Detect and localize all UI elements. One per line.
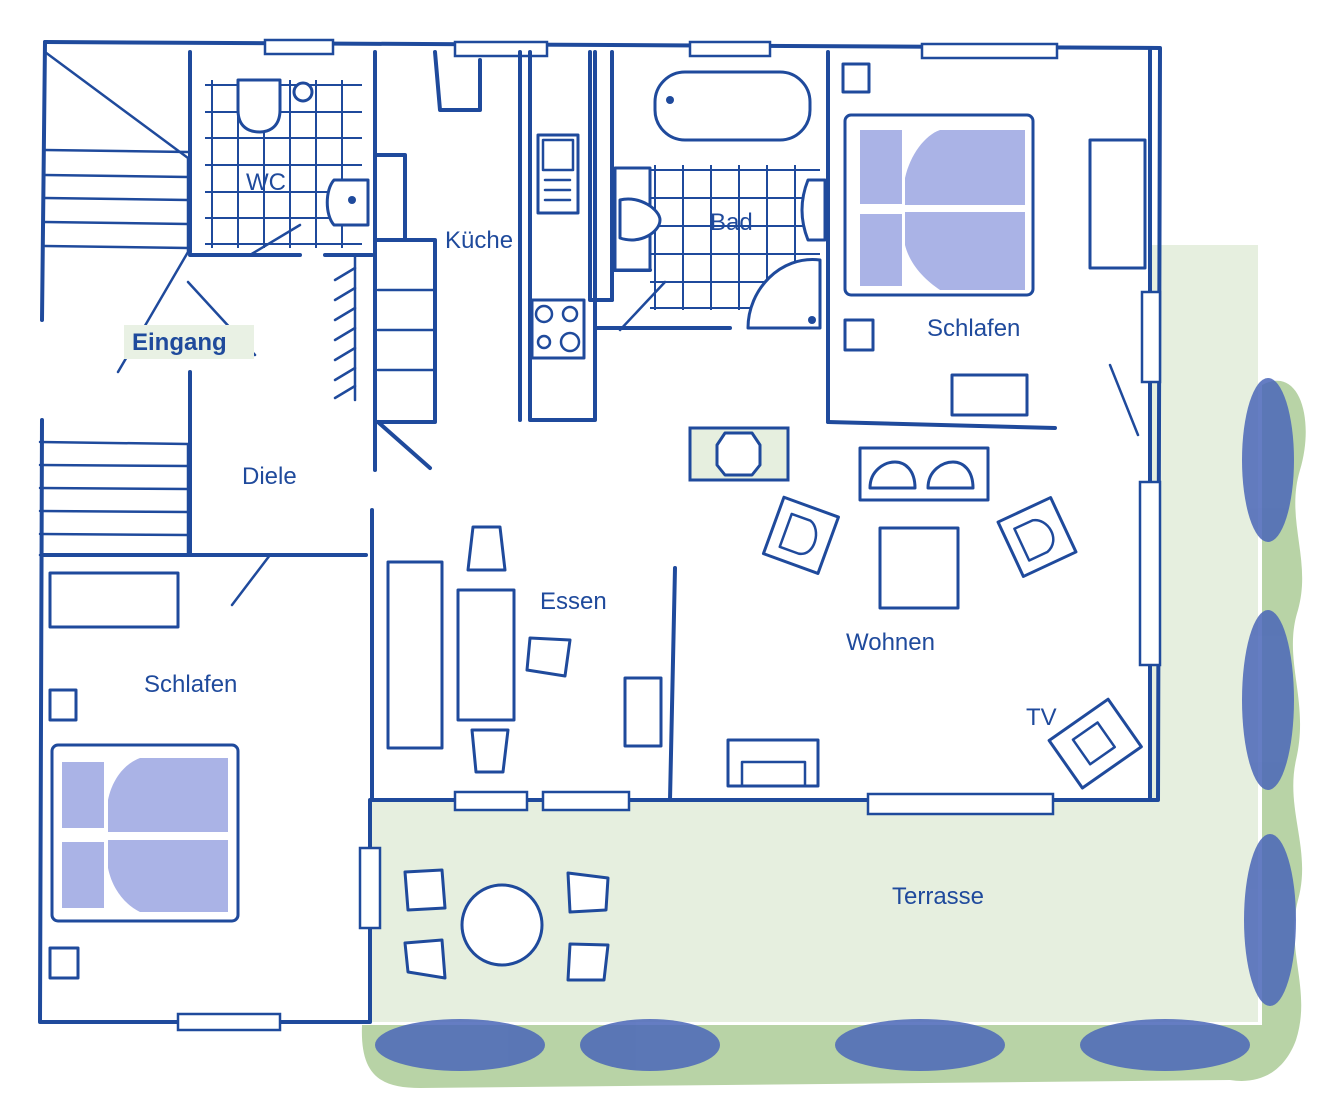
- hedge-bottom: [375, 1019, 1250, 1071]
- windows: [176, 38, 1162, 1032]
- room-label-eingang: Eingang: [132, 329, 227, 356]
- room-label-kueche: Küche: [445, 227, 513, 254]
- room-label-wc: WC: [246, 169, 286, 196]
- armchair-left-icon: [761, 495, 840, 575]
- dining-chair: [466, 525, 507, 572]
- sideboard-icon: [726, 738, 820, 788]
- dresser-left: [48, 571, 180, 629]
- dining-table: [456, 588, 516, 722]
- dining-chair: [470, 728, 510, 774]
- dresser: [950, 373, 1029, 417]
- terrace-chair: [566, 942, 610, 982]
- wc-toilet-icon: [236, 78, 314, 134]
- dining-chair: [525, 636, 572, 678]
- kitchen-sink-icon: [536, 133, 580, 215]
- sofa-icon: [858, 446, 990, 502]
- bed-top: [843, 113, 1035, 297]
- wc-tiles: [205, 80, 362, 248]
- bathtub-icon: [653, 70, 812, 142]
- room-label-essen: Essen: [540, 588, 607, 615]
- hedge-right: [1242, 378, 1296, 1006]
- cabinet: [623, 676, 663, 748]
- room-label-schlafen-top: Schlafen: [927, 315, 1020, 342]
- terrace-chair: [403, 938, 447, 980]
- nightstand: [843, 318, 875, 352]
- bed-left: [50, 743, 240, 923]
- wardrobe: [333, 253, 357, 402]
- shower-icon: [746, 178, 827, 330]
- wardrobe-cabinet: [1088, 138, 1147, 270]
- room-label-diele: Diele: [242, 463, 297, 490]
- fireplace-icon: [688, 426, 790, 482]
- tv-icon: [1047, 697, 1143, 790]
- kitchen-counter: [376, 288, 437, 372]
- terrace-table: [460, 883, 544, 967]
- bad-toilet-icon: [613, 166, 662, 272]
- terrace-chair: [403, 868, 447, 912]
- nightstand: [48, 688, 78, 722]
- room-label-bad: Bad: [710, 209, 753, 236]
- staircase-top: [43, 50, 257, 374]
- stove-icon: [530, 298, 586, 360]
- bad-tiles: [650, 165, 820, 310]
- staircase-bottom: [38, 440, 190, 557]
- dining-bench: [386, 560, 444, 750]
- nightstand: [841, 62, 871, 94]
- room-label-wohnen: Wohnen: [846, 629, 935, 656]
- wc-sink-icon: [325, 178, 370, 227]
- room-label-schlafen-left: Schlafen: [144, 671, 237, 698]
- room-label-tv: TV: [1026, 704, 1057, 731]
- armchair-right-icon: [996, 496, 1078, 578]
- terrace-chair: [566, 871, 610, 914]
- eingang-label-bg: [124, 325, 254, 359]
- inner-walls: [40, 50, 1140, 802]
- coffee-table: [878, 526, 960, 610]
- nightstand: [48, 946, 80, 980]
- room-label-terrasse: Terrasse: [892, 883, 984, 910]
